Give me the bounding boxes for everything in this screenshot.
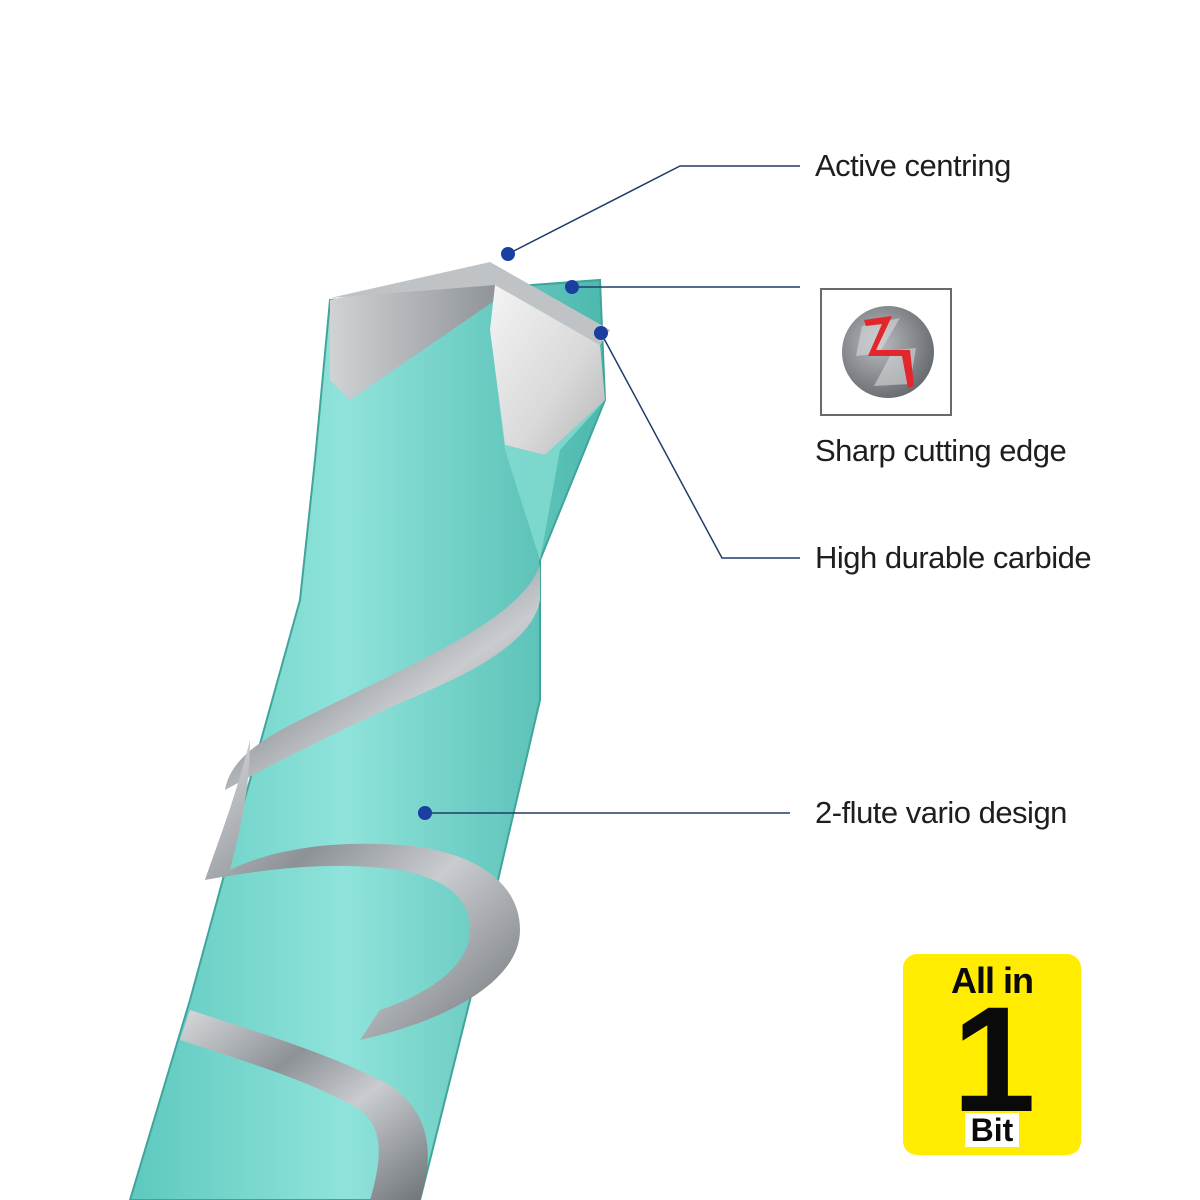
dot-active-centring: [501, 247, 515, 261]
badge-bottom-text: Bit: [964, 1113, 1020, 1147]
leader-active-centring: [507, 165, 800, 255]
badge-number: 1: [952, 975, 1035, 1143]
spiral-flute-2: [205, 740, 520, 1040]
spiral-flute-1: [225, 565, 540, 790]
label-high-durable-carbide: High durable carbide: [815, 540, 1092, 575]
label-active-centring: Active centring: [815, 148, 1011, 183]
badge-top-text: All in: [951, 960, 1034, 1001]
spiral-flute-3: [180, 1010, 428, 1200]
dot-high-durable-carbide: [594, 326, 608, 340]
cutting-edge-icon: [820, 288, 952, 416]
carbide-left-face: [330, 265, 510, 400]
label-flute-design: 2-flute vario design: [815, 795, 1067, 830]
dot-flute-design: [418, 806, 432, 820]
carbide-top-edge: [330, 262, 610, 345]
label-sharp-cutting-edge: Sharp cutting edge: [815, 433, 1067, 468]
leader-high-durable-carbide: [600, 332, 800, 559]
dot-sharp-cutting-edge: [565, 280, 579, 294]
all-in-one-badge: All in 1 Bit: [903, 954, 1081, 1155]
carbide-front-face: [490, 285, 605, 455]
